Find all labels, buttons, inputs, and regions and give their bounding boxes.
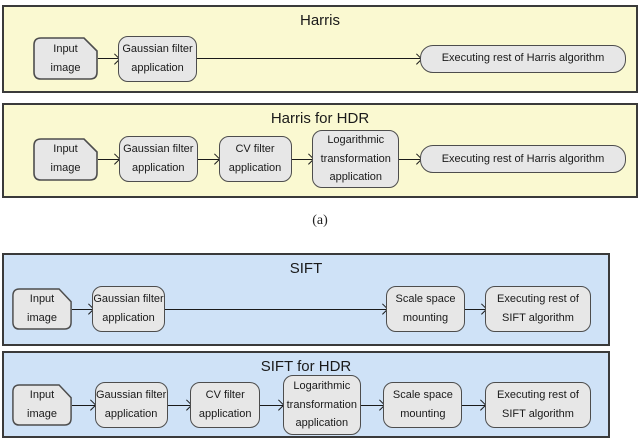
flow-arrow: [360, 399, 385, 411]
document-shape-icon: [12, 384, 72, 426]
flow-arrow: [165, 303, 388, 315]
flow-arrow: [98, 153, 121, 165]
node-input-image: Input image: [12, 384, 72, 426]
node-label: Gaussian filter application: [123, 143, 194, 174]
node-label: Scale space mounting: [392, 389, 453, 420]
node-executing-rest: Executing rest of Harris algorithm: [420, 145, 626, 173]
flow-row: Input image Gaussian filter application …: [4, 128, 636, 196]
flow-arrow: [197, 53, 422, 64]
flow-arrow: [72, 399, 97, 411]
flow-arrow: [462, 399, 487, 411]
subfigure-caption: (a): [312, 213, 328, 228]
node-label: CV filter application: [228, 143, 282, 174]
flow-arrow: [399, 153, 422, 165]
panel-harris-for-hdr: Harris for HDR Input image Gaussian filt…: [2, 103, 638, 198]
node-label: Input image: [50, 42, 81, 74]
node-label: Gaussian filter application: [93, 293, 164, 324]
flow-arrow: [197, 153, 221, 165]
node-scale-space-mounting: Scale space mounting: [383, 382, 463, 428]
node-input-image: Input image: [33, 37, 98, 80]
node-label: Executing rest of SIFT algorithm: [497, 293, 579, 324]
panel-sift-for-hdr: SIFT for HDR Input image Gaussian filter…: [2, 351, 610, 438]
node-logarithmic-transformation: Logarithmic transformation application: [282, 375, 361, 435]
node-label: Executing rest of SIFT algorithm: [497, 389, 579, 420]
node-label: Input image: [27, 293, 57, 324]
node-gaussian-filter: Gaussian filter application: [94, 382, 168, 428]
flow-row: Input image Gaussian filter application …: [4, 278, 608, 344]
flow-arrow: [167, 399, 192, 411]
flow-arrow: [291, 153, 314, 165]
panel-title: Harris for HDR: [270, 110, 370, 127]
node-input-image: Input image: [33, 137, 98, 181]
node-scale-space-mounting: Scale space mounting: [386, 286, 465, 332]
node-logarithmic-transformation: Logarithmic transformation application: [312, 130, 400, 188]
flow-row: Input image Gaussian filter application …: [4, 375, 608, 441]
panel-title: Harris: [300, 12, 340, 29]
node-label: Logarithmic transformation application: [286, 379, 357, 430]
node-label: Input image: [27, 389, 57, 420]
node-label: CV filter application: [198, 389, 252, 420]
node-executing-rest: Executing rest of Harris algorithm: [420, 44, 626, 73]
node-cv-filter: CV filter application: [190, 382, 261, 428]
node-gaussian-filter: Gaussian filter application: [92, 286, 165, 332]
node-label: Executing rest of Harris algorithm: [441, 152, 605, 165]
node-label: Gaussian filter application: [122, 42, 193, 74]
node-executing-rest: Executing rest of SIFT algorithm: [484, 382, 591, 428]
document-shape-icon: [33, 37, 98, 80]
flow-arrow: [98, 53, 120, 64]
panel-title: SIFT for HDR: [260, 358, 352, 375]
node-gaussian-filter: Gaussian filter application: [118, 35, 197, 82]
flow-arrow: [465, 303, 487, 315]
node-cv-filter: CV filter application: [218, 136, 292, 182]
flow-arrow: [260, 399, 285, 411]
document-shape-icon: [12, 288, 72, 330]
flow-row: Input image Gaussian filter application …: [4, 30, 636, 91]
node-label: Gaussian filter application: [95, 389, 167, 420]
node-gaussian-filter: Gaussian filter application: [118, 136, 198, 182]
panel-title: SIFT: [289, 260, 323, 277]
node-label: Executing rest of Harris algorithm: [441, 52, 605, 65]
panel-harris: Harris Input image Gaussian filter appli…: [2, 5, 638, 93]
panel-sift: SIFT Input image Gaussian filter applica…: [2, 253, 610, 346]
flow-arrow: [72, 303, 94, 315]
node-label: Logarithmic transformation application: [320, 133, 391, 184]
document-shape-icon: [33, 137, 98, 181]
node-executing-rest: Executing rest of SIFT algorithm: [485, 286, 591, 332]
node-label: Scale space mounting: [395, 293, 456, 324]
node-input-image: Input image: [12, 288, 72, 330]
node-label: Input image: [50, 143, 81, 174]
